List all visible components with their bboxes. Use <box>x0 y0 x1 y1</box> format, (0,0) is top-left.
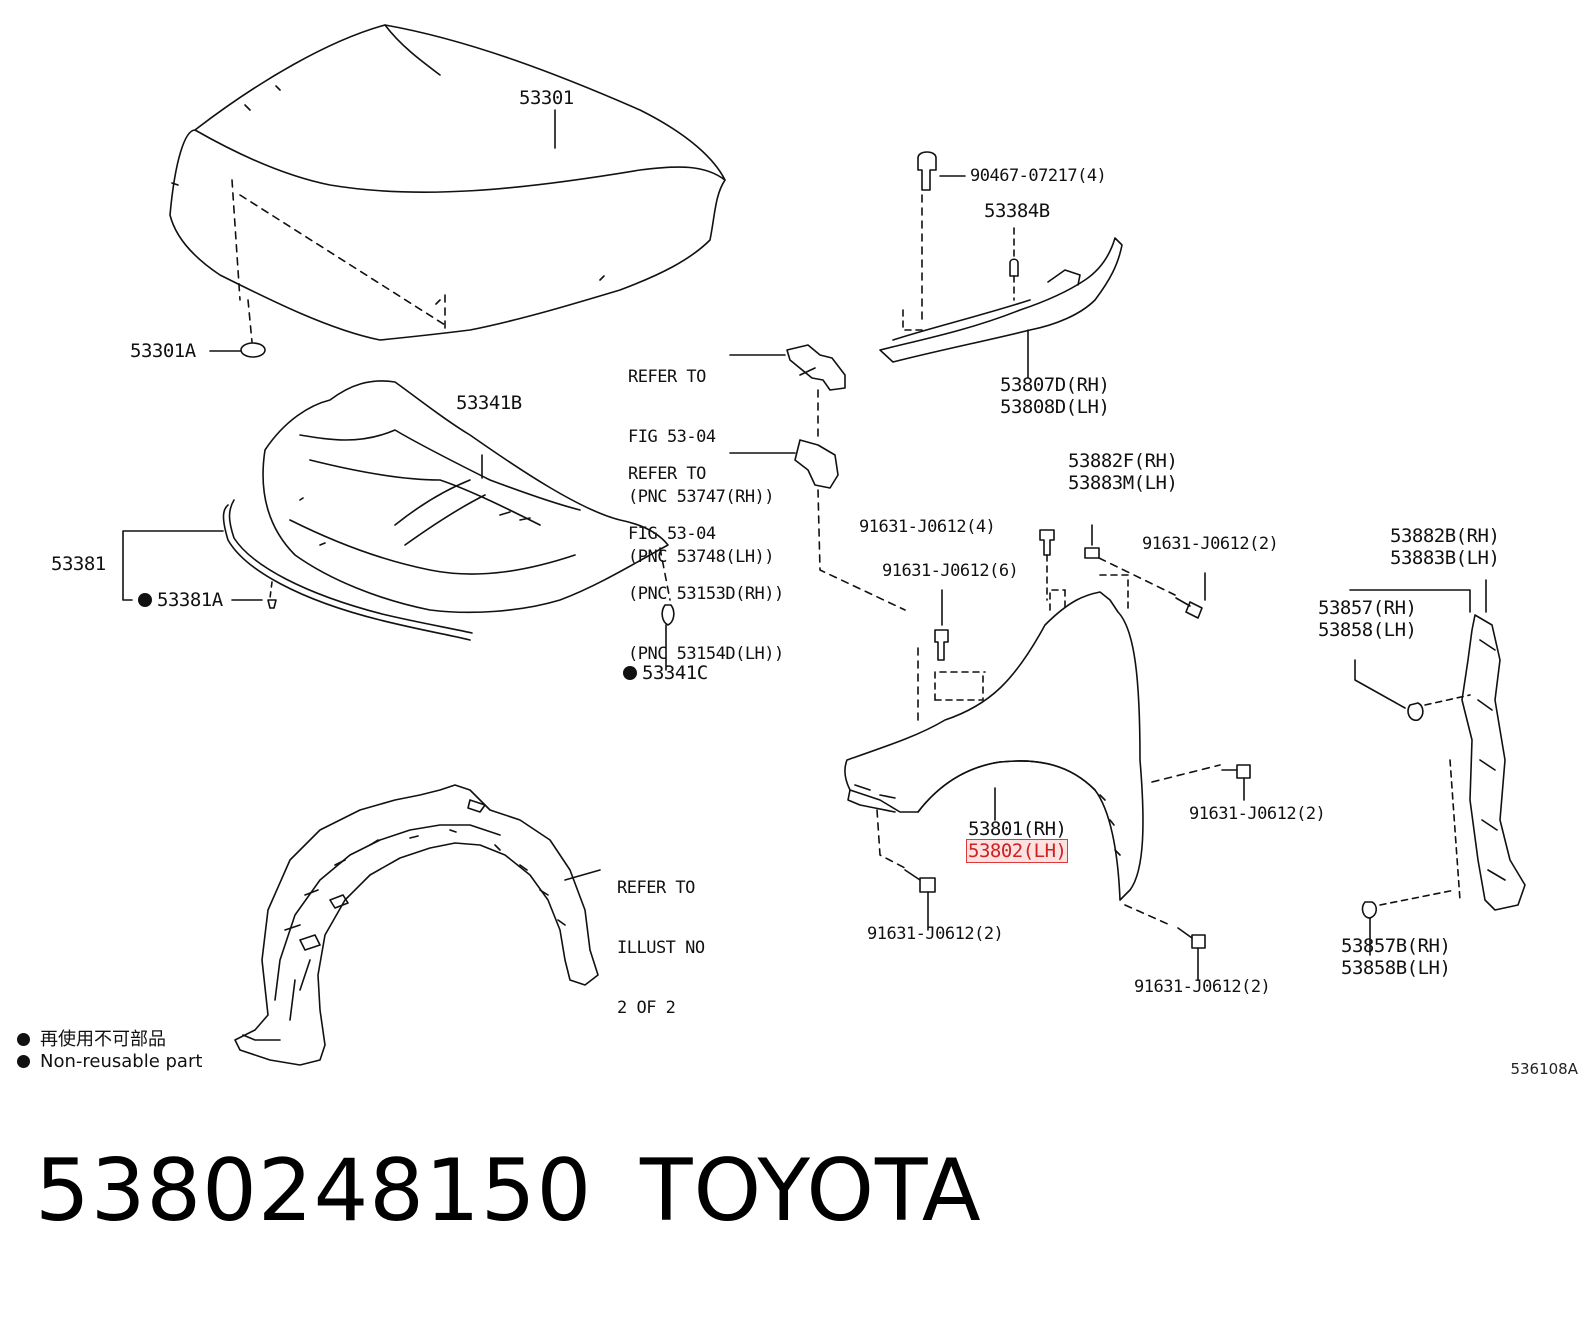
label-hood-seal[interactable]: 53381 <box>51 553 106 575</box>
reference-note-a-line: FIG 53-04 <box>628 427 716 447</box>
reference-note-b: REFER TO FIG 53-04 (PNC 53153D(RH)) (PNC… <box>628 424 784 684</box>
label-cowl-rh[interactable]: 53807D(RH) <box>1000 374 1110 396</box>
label-pad-rh[interactable]: 53857(RH) <box>1318 597 1417 619</box>
label-top-clip[interactable]: 90467-07217(4) <box>970 166 1107 186</box>
label-seal-clip[interactable]: 53381A <box>157 589 223 611</box>
reference-note-a-line: (PNC 53748(LH)) <box>628 547 775 567</box>
reference-note-c-line: ILLUST NO <box>617 938 705 958</box>
hood-seal-drawing <box>122 499 473 641</box>
legend-cn-text: 再使用不可部品 <box>40 1029 166 1050</box>
legend-en: Non-reusable part <box>17 1051 202 1072</box>
label-fender-rh[interactable]: 53801(RH) <box>968 818 1067 840</box>
label-fender-seal-lh[interactable]: 53883M(LH) <box>1068 472 1178 494</box>
fender-bracket-drawing <box>1349 579 1526 956</box>
label-bolt-2a[interactable]: 91631-J0612(2) <box>1142 534 1279 554</box>
part-number: 5380248150 <box>35 1141 593 1241</box>
reference-note-b-line: REFER TO <box>628 464 706 484</box>
cowl-extension-drawing <box>879 151 1123 379</box>
reference-note-a-line: REFER TO <box>628 367 706 387</box>
bullet-icon <box>17 1033 30 1046</box>
reference-note-b-line: FIG 53-04 <box>628 524 716 544</box>
fender-liner-drawing <box>234 784 601 1066</box>
brand-name: TOYOTA <box>640 1141 982 1241</box>
reference-brackets-drawing <box>729 344 906 611</box>
fender-drawing <box>844 574 1221 926</box>
legend-en-text: Non-reusable part <box>40 1051 203 1072</box>
reference-note-a-line: (PNC 53747(RH)) <box>628 487 775 507</box>
label-pad-b-rh[interactable]: 53857B(RH) <box>1341 935 1451 957</box>
label-hood-insulator[interactable]: 53341B <box>456 392 522 414</box>
label-hood-grommet[interactable]: 53301A <box>130 340 196 362</box>
label-bolt-2d[interactable]: 91631-J0612(2) <box>1134 977 1271 997</box>
label-hood[interactable]: 53301 <box>519 87 574 109</box>
label-bolt-2b[interactable]: 91631-J0612(2) <box>1189 804 1326 824</box>
bullet-icon <box>17 1055 30 1068</box>
label-cowl-clip[interactable]: 53384B <box>984 200 1050 222</box>
label-bracket-rh[interactable]: 53882B(RH) <box>1390 525 1500 547</box>
non-reusable-marker-icon <box>138 593 152 607</box>
legend-cn: 再使用不可部品 <box>17 1025 166 1051</box>
label-pad-lh[interactable]: 53858(LH) <box>1318 619 1417 641</box>
label-bolt-2c[interactable]: 91631-J0612(2) <box>867 924 1004 944</box>
label-insulator-clip[interactable]: 53341C <box>642 662 708 684</box>
label-bracket-lh[interactable]: 53883B(LH) <box>1390 547 1500 569</box>
label-bolt-4[interactable]: 91631-J0612(4) <box>859 517 996 537</box>
label-pad-b-lh[interactable]: 53858B(LH) <box>1341 957 1451 979</box>
label-fender-seal-rh[interactable]: 53882F(RH) <box>1068 450 1178 472</box>
reference-note-c-line: 2 OF 2 <box>617 998 676 1018</box>
reference-note-b-line: (PNC 53153D(RH)) <box>628 584 784 604</box>
bolts-drawing <box>904 524 1251 981</box>
reference-note-a: REFER TO FIG 53-04 (PNC 53747(RH)) (PNC … <box>628 327 775 587</box>
hood-drawing <box>169 24 726 358</box>
label-cowl-lh[interactable]: 53808D(LH) <box>1000 396 1110 418</box>
label-fender-lh[interactable]: 53802(LH) <box>966 839 1069 863</box>
reference-note-b-line: (PNC 53154D(LH)) <box>628 644 784 664</box>
reference-note-c: REFER TO ILLUST NO 2 OF 2 <box>617 838 705 1038</box>
hood-insulator-drawing <box>262 380 675 671</box>
highlighted-part-label[interactable]: 53802(LH) <box>966 839 1069 863</box>
non-reusable-marker-icon <box>623 666 637 680</box>
reference-note-c-line: REFER TO <box>617 878 695 898</box>
diagram-id: 536108A <box>1510 1060 1578 1078</box>
label-bolt-6[interactable]: 91631-J0612(6) <box>882 561 1019 581</box>
